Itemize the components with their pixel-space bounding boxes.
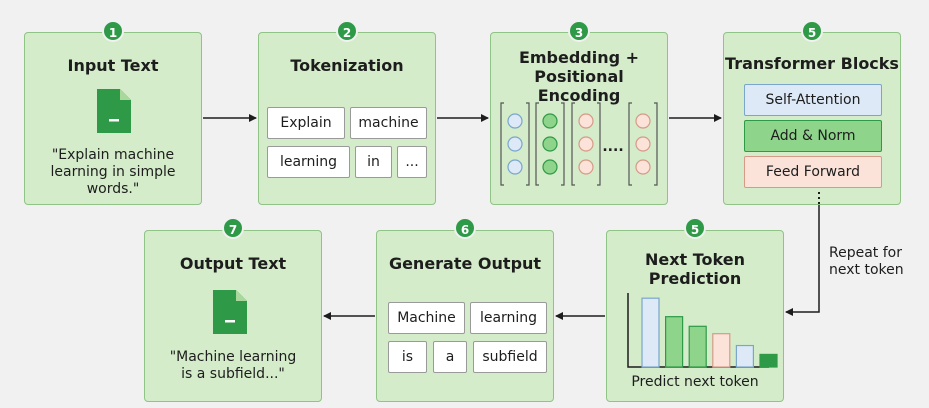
output-token-chip: a (433, 341, 467, 373)
document-icon (213, 290, 247, 334)
prediction-bar (712, 333, 731, 368)
prediction-bar (759, 353, 778, 368)
token-chip: in (355, 146, 392, 178)
self-attention-layer: Self-Attention (744, 84, 882, 116)
document-icon (97, 89, 131, 133)
input-quote-line: "Explain machine (51, 147, 175, 163)
embedding-title-line: Embedding + (518, 48, 640, 67)
output-token-chip: Machine (388, 302, 465, 334)
token-chip: learning (267, 146, 350, 178)
step-badge-2: 2 (336, 20, 358, 42)
embedding-cell (635, 159, 651, 175)
output-token-chip: learning (470, 302, 547, 334)
embedding-vector (535, 102, 565, 186)
input-text-box: Input Text "Explain machine learning in … (24, 32, 202, 205)
prediction-bar (664, 316, 684, 368)
embedding-cell (578, 159, 594, 175)
output-quote-line: "Machine learning (169, 349, 297, 365)
step-badge-3: 3 (568, 20, 590, 42)
repeat-label-line: next token (829, 262, 904, 278)
step-badge-6: 6 (454, 217, 476, 239)
embedding-cell (542, 136, 558, 152)
input-quote: "Explain machine learning in simple word… (25, 147, 201, 198)
input-text-title: Input Text (67, 56, 159, 75)
embedding-vector (500, 102, 530, 186)
embedding-vector (571, 102, 601, 186)
embedding-title: Embedding + Positional Encoding (491, 48, 667, 105)
step-badge-5: 5 (684, 217, 706, 239)
feed-forward-layer: Feed Forward (744, 156, 882, 188)
next-token-title: Next Token Prediction (607, 250, 783, 288)
input-quote-line: learning in simple (50, 164, 176, 180)
prediction-bar (735, 344, 754, 368)
next-token-box: Next Token Prediction Predict next token (606, 230, 784, 402)
prediction-bar (688, 325, 707, 368)
output-token-chip: subfield (473, 341, 547, 373)
next-token-title-line: Prediction (648, 269, 742, 288)
embedding-cell (507, 159, 523, 175)
embedding-ellipsis: .... (602, 139, 623, 155)
embedding-vectors: .... (500, 102, 658, 186)
embedding-cell (635, 136, 651, 152)
tokenization-title: Tokenization (290, 56, 404, 75)
step-badge-1: 1 (102, 20, 124, 42)
token-chip: Explain (267, 107, 345, 139)
input-quote-line: words." (86, 181, 140, 197)
step-badge-7: 7 (222, 217, 244, 239)
output-quote-line: is a subfield..." (181, 366, 285, 382)
embedding-cell (635, 113, 651, 129)
token-chip: machine (350, 107, 427, 139)
output-text-box: Output Text "Machine learning is a subfi… (144, 230, 322, 402)
step-badge-4: 5 (801, 20, 823, 42)
next-token-caption: Predict next token (631, 374, 759, 390)
output-text-title: Output Text (179, 254, 287, 273)
embedding-cell (507, 136, 523, 152)
embedding-cell (507, 113, 523, 129)
tokenization-box: Tokenization Explain machine learning in… (258, 32, 436, 205)
embedding-cell (542, 159, 558, 175)
embedding-cell (578, 113, 594, 129)
output-token-chip: is (388, 341, 427, 373)
embedding-cell (578, 136, 594, 152)
transformer-title: Transformer Blocks (725, 54, 899, 73)
embedding-title-line: Positional Encoding (534, 67, 624, 105)
embedding-cell (542, 113, 558, 129)
arrow-left-icon (785, 205, 820, 316)
output-quote: "Machine learning is a subfield..." (145, 349, 321, 383)
generate-output-title: Generate Output (388, 254, 542, 273)
token-chip: ... (397, 146, 427, 178)
add-norm-layer: Add & Norm (744, 120, 882, 152)
repeat-label: Repeat for next token (829, 245, 904, 279)
repeat-label-line: Repeat for (829, 245, 902, 261)
embedding-vector (628, 102, 658, 186)
prediction-bar (641, 297, 660, 368)
prediction-bar-chart (627, 293, 778, 368)
transformer-box: Transformer Blocks Self-Attention Add & … (723, 32, 901, 205)
next-token-title-line: Next Token (644, 250, 745, 269)
